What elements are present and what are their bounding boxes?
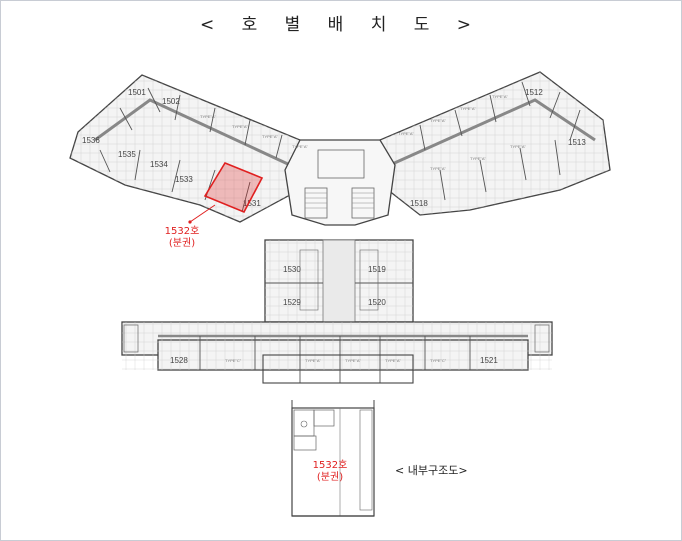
type-label: TYPE"A" [262,134,279,139]
room-1520: 1520 [368,298,386,307]
type-label: TYPE"A" [430,166,447,171]
type-label: TYPE"A" [398,131,415,136]
type-label: TYPE"A" [470,156,487,161]
room-1518: 1518 [410,199,428,208]
highlight-room-number: 1532호 [164,226,200,237]
central-spine [264,239,414,323]
highlight-room-1532 [188,162,264,224]
room-1535: 1535 [118,150,136,159]
inner-room-number: 1532호 [312,460,348,471]
type-label: TYPE"A" [345,358,362,363]
room-1536: 1536 [82,136,100,145]
type-label: TYPE"A" [292,144,309,149]
type-labels: TYPE"A" TYPE"A" TYPE"A" TYPE"A" TYPE"A" … [200,94,527,363]
bottom-bar [121,321,553,384]
left-wing [69,74,301,223]
highlight-label: 1532호 (분권) [152,226,212,250]
inner-note: (분권) [316,472,344,483]
right-wing [379,71,611,216]
type-label: TYPE"C" [430,358,447,363]
inner-structure-plan [291,400,375,517]
type-label: TYPE"A" [460,106,477,111]
room-1530: 1530 [283,265,301,274]
room-1502: 1502 [162,97,180,106]
type-label: TYPE"A" [385,358,402,363]
room-1501: 1501 [128,88,146,97]
type-label: TYPE"A" [430,118,447,123]
room-1513: 1513 [568,138,586,147]
room-labels: 1501 1502 1536 1535 1534 1533 1531 1530 … [82,88,586,365]
room-1521: 1521 [480,356,498,365]
room-1534: 1534 [150,160,168,169]
room-1529: 1529 [283,298,301,307]
inner-highlight-label: 1532호 (분권) [300,460,360,484]
type-label: TYPE"A" [510,144,527,149]
type-label: TYPE"C" [225,358,242,363]
room-1533: 1533 [175,175,193,184]
type-label: TYPE"A" [200,114,217,119]
room-1512: 1512 [525,88,543,97]
highlight-note: (분권) [168,238,196,249]
room-1531: 1531 [243,199,261,208]
type-label: TYPE"A" [232,124,249,129]
page-title: < 호 별 배 치 도 > [199,15,483,35]
type-label: TYPE"A" [305,358,322,363]
central-core [284,139,396,226]
room-1528: 1528 [170,356,188,365]
inner-structure-title: < 내부구조도> [395,464,468,477]
room-1519: 1519 [368,265,386,274]
type-label: TYPE"A" [492,94,509,99]
